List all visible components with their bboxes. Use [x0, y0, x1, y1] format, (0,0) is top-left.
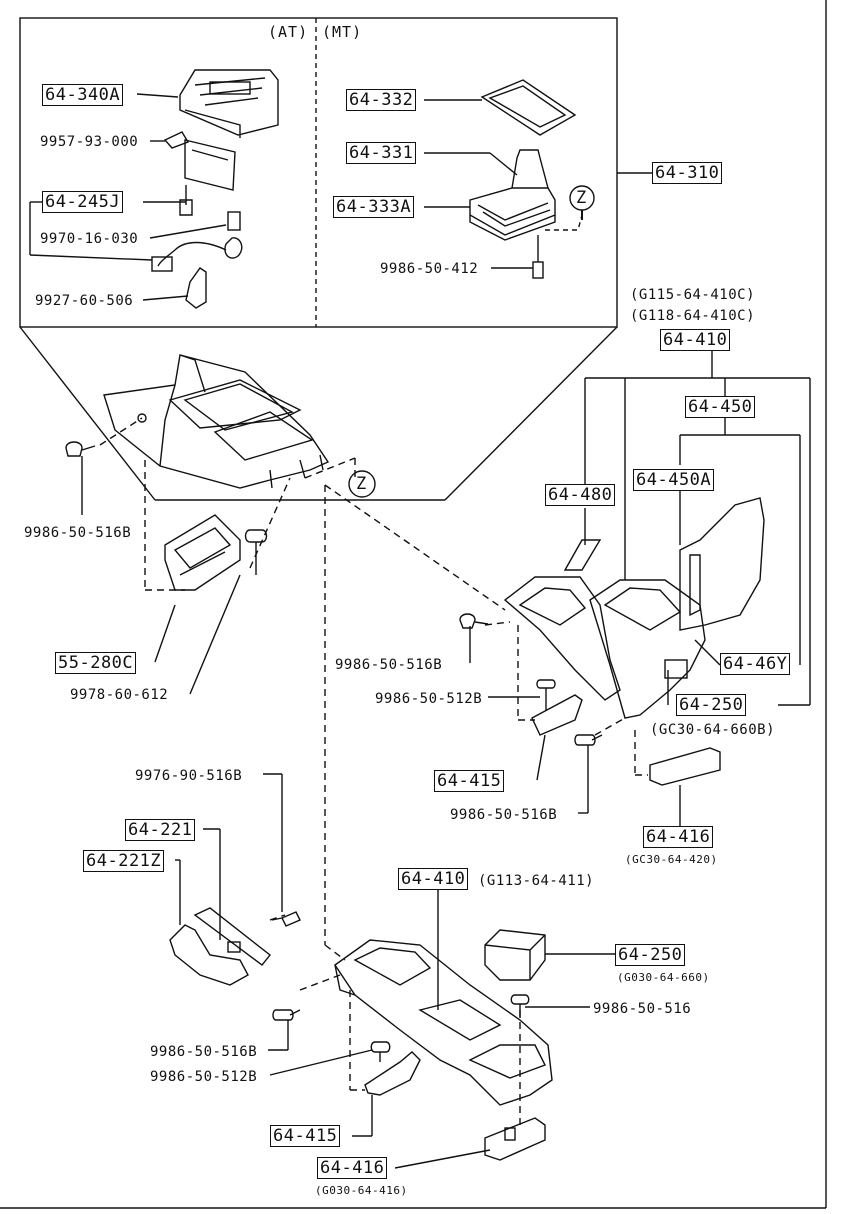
part-label-9986-50-516B-a: 9986-50-516B [24, 525, 132, 541]
part-label-64-450: 64-450 [685, 396, 756, 418]
bracket-64-221-drawing [169, 907, 271, 986]
tray-64-250-drawing [484, 929, 546, 981]
ref-label-g030-660: (G030-64-660) [617, 971, 710, 984]
part-label-64-416-b: 64-416 [317, 1157, 388, 1179]
part-label-64-221: 64-221 [125, 819, 196, 841]
upper-console-drawing [103, 354, 330, 489]
part-label-64-340A: 64-340A [42, 84, 124, 106]
part-label-64-310: 64-310 [652, 162, 723, 184]
rear-console-drawing [589, 497, 765, 719]
part-label-9986-50-516B-c: 9986-50-516B [450, 807, 558, 823]
ref-label-gc30-660: (GC30-64-660B) [650, 722, 776, 738]
part-label-64-332: 64-332 [346, 89, 417, 111]
part-label-9986-50-512B-b: 9986-50-512B [150, 1069, 258, 1085]
part-label-9986-50-512B-a: 9986-50-512B [375, 691, 483, 707]
part-label-64-480: 64-480 [545, 484, 616, 506]
part-label-64-250-b: 64-250 [615, 944, 686, 966]
part-label-9986-50-516B-b: 9986-50-516B [335, 657, 443, 673]
bracket-55-280C-drawing [164, 514, 241, 591]
zone-marker-text-upper: Z [576, 188, 587, 208]
part-label-9978-60-612: 9978-60-612 [70, 687, 169, 703]
part-label-9986-50-516B-d: 9986-50-516B [150, 1044, 258, 1060]
leader-lines [29, 93, 811, 1169]
part-label-9970-16-030: 9970-16-030 [40, 231, 139, 247]
part-label-64-416-a: 64-416 [643, 826, 714, 848]
part-label-55-280C: 55-280C [55, 652, 137, 674]
ref-label-g030-416: (G030-64-416) [315, 1184, 408, 1197]
latch-64-416-drawing [649, 747, 721, 786]
part-label-9986-50-412: 9986-50-412 [380, 261, 479, 277]
part-label-9957-93-000: 9957-93-000 [40, 134, 139, 150]
part-label-9986-50-516: 9986-50-516 [593, 1001, 692, 1017]
ref-label-g115: (G115-64-410C) [630, 287, 756, 303]
inset-frame [19, 17, 618, 328]
armrest-pad-drawing [563, 539, 602, 571]
part-label-64-450A: 64-450A [633, 469, 715, 491]
at-shift-panel-drawing [179, 69, 279, 138]
part-label-9927-60-506: 9927-60-506 [35, 293, 134, 309]
shift-boot-ring-drawing [480, 79, 577, 136]
part-label-64-245J: 64-245J [42, 191, 124, 213]
ref-label-gc30-420: (GC30-64-420) [625, 853, 718, 866]
zone-marker-z-lower [348, 470, 376, 498]
part-label-64-221Z: 64-221Z [83, 850, 165, 872]
lower-console-drawing [334, 939, 553, 1106]
part-label-64-331: 64-331 [346, 142, 417, 164]
section-label-mt: (MT) [322, 23, 363, 41]
part-label-64-333A: 64-333A [333, 196, 415, 218]
zone-marker-text-lower: Z [356, 474, 367, 494]
shift-boot-drawing [469, 149, 556, 279]
front-console-drawing [503, 576, 621, 701]
latch-64-416-lower-drawing [484, 1117, 546, 1161]
part-label-64-415-b: 64-415 [270, 1125, 341, 1147]
part-label-64-46Y: 64-46Y [720, 653, 791, 675]
part-label-64-250-a: 64-250 [676, 694, 747, 716]
ref-label-g113: (G113-64-411) [478, 873, 595, 889]
part-label-9976-90-516B: 9976-90-516B [135, 768, 243, 784]
part-label-64-410-a: 64-410 [660, 329, 731, 351]
section-label-at: (AT) [268, 23, 309, 41]
part-label-64-410-b: 64-410 [398, 868, 469, 890]
ref-label-g118: (G118-64-410C) [630, 308, 756, 324]
part-label-64-415-a: 64-415 [434, 770, 505, 792]
assembly-lines [99, 417, 648, 1125]
